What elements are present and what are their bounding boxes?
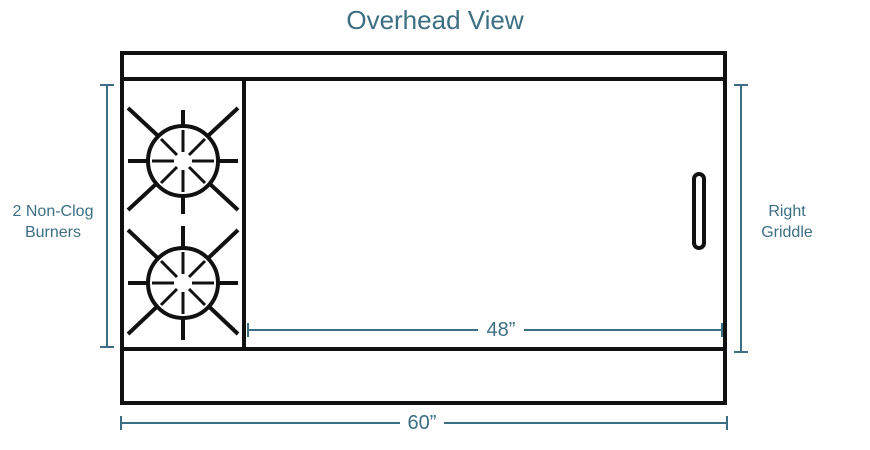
right-dimension-bracket: [734, 84, 748, 353]
griddle-label-line2: Griddle: [761, 224, 813, 241]
diagram-title: Overhead View: [346, 5, 524, 35]
griddle-width-label: 48”: [478, 319, 524, 342]
burners-label-line2: Burners: [24, 224, 82, 241]
burners-label: 2 Non-Clog Burners: [0, 201, 106, 243]
burner-bottom: [126, 226, 240, 340]
griddle-label-line1: Right: [768, 203, 806, 220]
range-body: [120, 51, 727, 405]
total-width-label: 60”: [400, 412, 444, 435]
burners-label-line1: 2 Non-Clog: [12, 203, 94, 220]
burner-top: [126, 106, 240, 214]
griddle-label: Right Griddle: [738, 201, 836, 243]
griddle-handle: [692, 172, 706, 250]
left-dimension-bracket: [100, 84, 114, 348]
